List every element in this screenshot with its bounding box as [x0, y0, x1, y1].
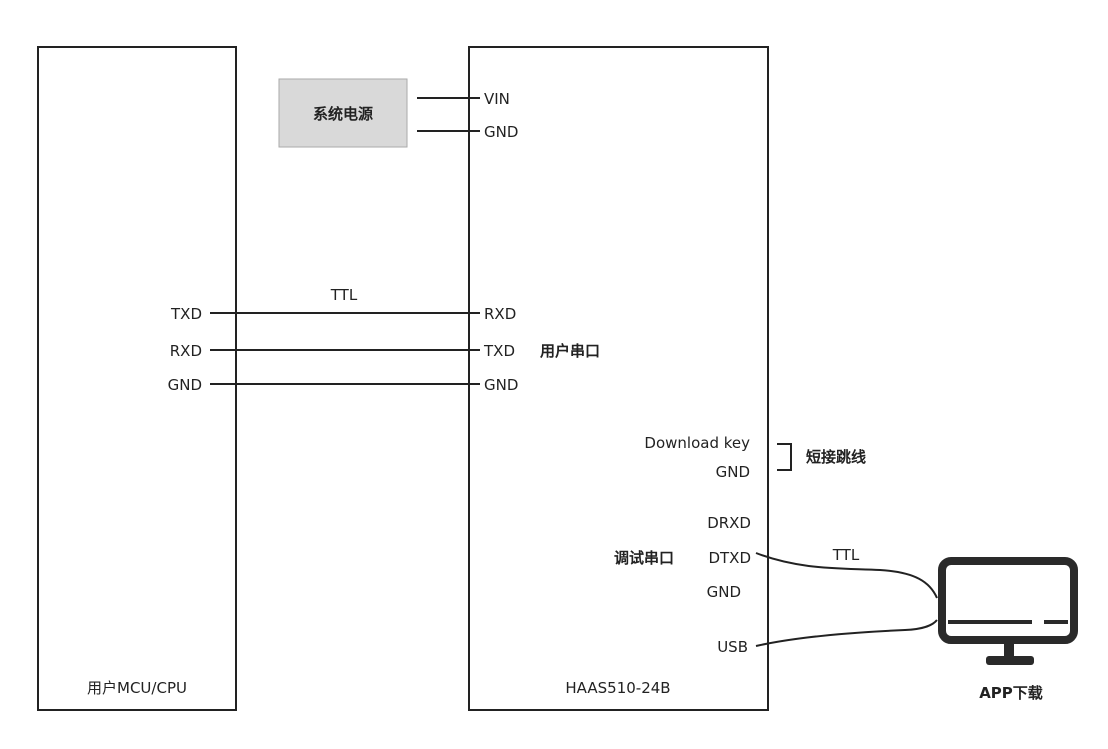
- jumper-label: 短接跳线: [806, 448, 866, 466]
- module-pin-txd: TXD: [483, 342, 515, 360]
- module-caption: HAAS510-24B: [565, 679, 670, 697]
- usb-wire: [755, 619, 938, 647]
- debug-uart-label: 调试串口: [614, 549, 674, 567]
- pin-debug-gnd: GND: [707, 583, 741, 601]
- pin-download-gnd: GND: [716, 463, 750, 481]
- mcu-block: [37, 46, 237, 711]
- pin-download-key: Download key: [644, 434, 750, 452]
- jumper-bracket: [777, 443, 792, 471]
- module-pin-rxd: RXD: [484, 305, 516, 323]
- module-pin-gnd: GND: [484, 376, 518, 394]
- uart-link-label: TTL: [330, 286, 358, 304]
- pin-drxd: DRXD: [707, 514, 751, 532]
- pin-dtxd: DTXD: [708, 549, 751, 567]
- mcu-pin-gnd: GND: [168, 376, 202, 394]
- debug-ttl-wire: [755, 552, 938, 599]
- power-box: [278, 78, 408, 148]
- module-block: [468, 46, 769, 711]
- mcu-pin-rxd: RXD: [170, 342, 202, 360]
- mcu-pin-txd: TXD: [170, 305, 202, 323]
- power-box-label: 系统电源: [313, 105, 373, 123]
- debug-link-label: TTL: [832, 546, 860, 564]
- pin-power-gnd: GND: [484, 123, 518, 141]
- pin-vin: VIN: [484, 90, 510, 108]
- mcu-caption: 用户MCU/CPU: [87, 679, 187, 697]
- user-uart-label: 用户串口: [540, 342, 600, 360]
- pin-usb: USB: [717, 638, 748, 656]
- monitor-icon: [938, 557, 1078, 665]
- computer-label: APP下载: [979, 684, 1043, 702]
